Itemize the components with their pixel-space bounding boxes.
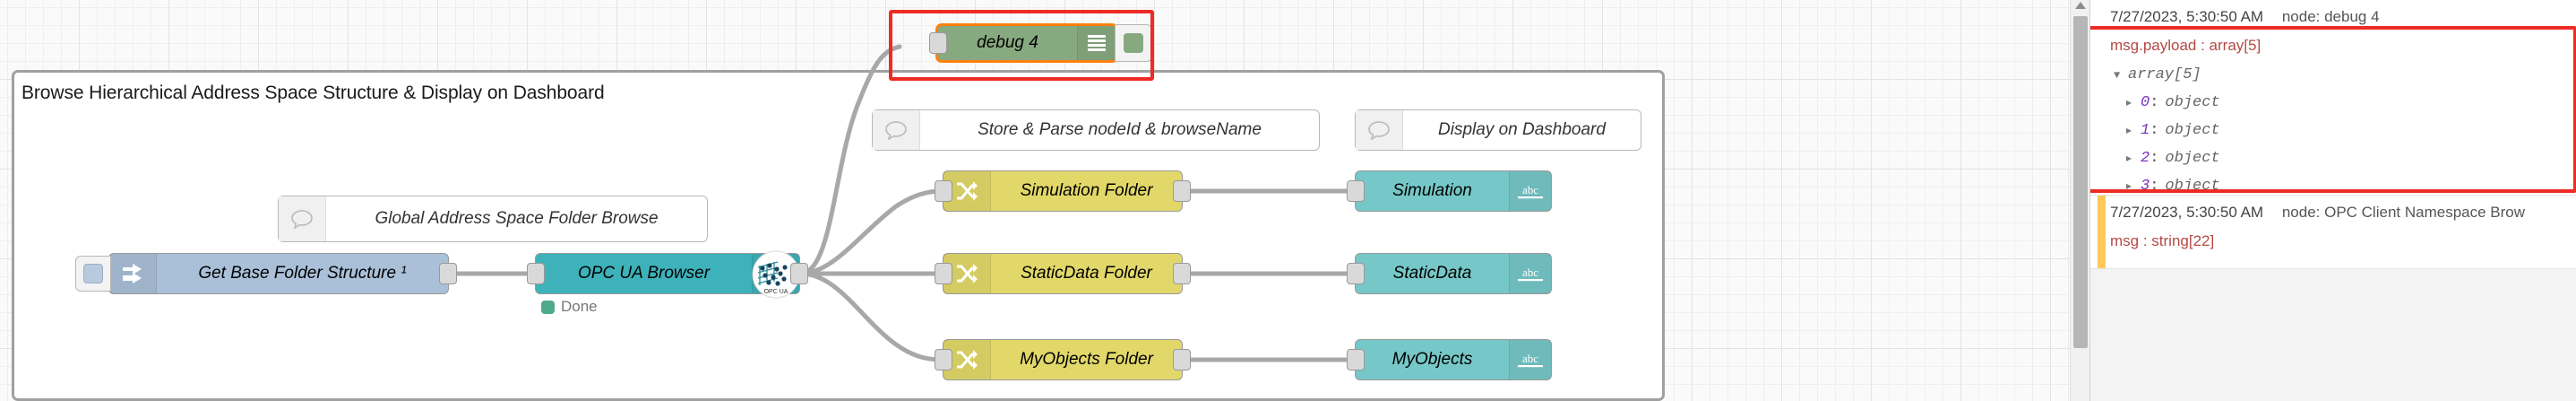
svg-text:OPC UA: OPC UA: [764, 289, 788, 295]
input-port[interactable]: [1347, 263, 1365, 284]
comment-node-label: Display on Dashboard: [1438, 120, 1606, 139]
debug-timestamp: 7/27/2023, 5:30:50 AM: [2110, 8, 2264, 25]
output-port[interactable]: [439, 263, 457, 284]
svg-text:abc: abc: [1522, 266, 1538, 279]
comment-icon: [279, 196, 326, 241]
debug-timestamp: 7/27/2023, 5:30:50 AM: [2110, 204, 2264, 221]
debug-source-node: node: OPC Client Namespace Brow: [2281, 204, 2526, 221]
canvas-vertical-scrollbar[interactable]: [2070, 0, 2090, 401]
tree-item-value: object: [2165, 94, 2220, 111]
dashboard-node-label: Simulation: [1392, 181, 1472, 200]
inject-node-get-base-folder-structure[interactable]: Get Base Folder Structure ¹: [75, 253, 457, 294]
input-port[interactable]: [935, 180, 952, 202]
comment-node-global-browse[interactable]: Global Address Space Folder Browse: [278, 196, 708, 242]
dashboard-text-node-simulation[interactable]: Simulation abc: [1347, 170, 1552, 212]
switch-node-staticdata-folder[interactable]: StaticData Folder: [935, 253, 1191, 294]
input-port[interactable]: [527, 263, 545, 284]
output-port[interactable]: [1173, 263, 1191, 284]
debug-node-label: debug 4: [977, 33, 1038, 52]
tree-root-label: array[5]: [2128, 66, 2201, 83]
debug-message-entry[interactable]: 7/27/2023, 5:30:50 AM node: debug 4 msg.…: [2090, 0, 2576, 222]
comment-icon: [1356, 110, 1403, 150]
comment-node-label: Global Address Space Folder Browse: [375, 209, 659, 228]
opcua-browser-node[interactable]: OPC UA Browser OPC UA: [527, 250, 808, 315]
debug-source-node: node: debug 4: [2281, 8, 2380, 25]
tree-item-key: 2: [2141, 150, 2150, 167]
debug-enable-toggle-button[interactable]: [1115, 24, 1152, 62]
svg-text:abc: abc: [1522, 352, 1538, 365]
tree-item-key: 1: [2141, 122, 2150, 139]
comment-node-display-dashboard[interactable]: Display on Dashboard: [1355, 109, 1641, 151]
switch-icon: [943, 171, 991, 211]
chevron-down-icon[interactable]: ▼: [2114, 69, 2121, 82]
comment-node-label: Store & Parse nodeId & browseName: [978, 120, 1262, 139]
scrollbar-thumb[interactable]: [2073, 16, 2088, 348]
tree-item-row[interactable]: ▸ 3: object: [2126, 178, 2220, 195]
chevron-right-icon[interactable]: ▸: [2126, 97, 2132, 109]
tree-item-value: object: [2165, 178, 2220, 195]
tree-item-key: 3: [2141, 178, 2150, 195]
debug-topic: msg : string[22]: [2110, 232, 2215, 249]
tree-item-row[interactable]: ▸ 2: object: [2126, 150, 2220, 167]
tree-item-row[interactable]: ▸ 0: object: [2126, 94, 2220, 111]
tree-item-row[interactable]: ▸ 1: object: [2126, 122, 2220, 139]
node-status: Done: [541, 298, 598, 316]
debug-topic: msg.payload : array[5]: [2110, 37, 2262, 54]
input-port[interactable]: [935, 263, 952, 284]
switch-node-label: MyObjects Folder: [1020, 350, 1153, 369]
abc-text-icon: abc: [1509, 171, 1551, 211]
debug-node[interactable]: debug 4: [929, 23, 1152, 63]
switch-node-label: StaticData Folder: [1021, 264, 1152, 283]
debug-lines-icon: [1077, 26, 1116, 60]
opcua-browser-node-label: OPC UA Browser: [577, 264, 711, 283]
comment-node-store-parse[interactable]: Store & Parse nodeId & browseName: [872, 109, 1320, 151]
inject-trigger-button[interactable]: [75, 256, 111, 292]
dashboard-node-label: MyObjects: [1391, 350, 1473, 369]
output-port[interactable]: [1173, 180, 1191, 202]
debug-entry-color-bar: [2098, 196, 2106, 268]
inject-arrow-icon: [109, 254, 157, 293]
switch-node-simulation-folder[interactable]: Simulation Folder: [935, 170, 1191, 212]
dashboard-node-label: StaticData: [1392, 264, 1472, 283]
abc-text-icon: abc: [1509, 254, 1551, 293]
flow-canvas[interactable]: Browse Hierarchical Address Space Struct…: [0, 0, 2070, 401]
switch-node-label: Simulation Folder: [1020, 181, 1153, 200]
tree-root-row[interactable]: ▼ array[5]: [2114, 65, 2568, 85]
switch-icon: [943, 340, 991, 379]
tree-item-value: object: [2165, 150, 2220, 167]
debug-entry-color-bar: [2098, 0, 2106, 195]
status-text: Done: [561, 298, 598, 315]
scroll-up-arrow-icon[interactable]: [2075, 2, 2086, 9]
debug-entry-header: 7/27/2023, 5:30:50 AM node: debug 4: [2110, 8, 2568, 26]
input-port[interactable]: [1347, 349, 1365, 370]
dashboard-text-node-myobjects[interactable]: MyObjects abc: [1347, 339, 1552, 380]
debug-sidebar-panel[interactable]: 7/27/2023, 5:30:50 AM node: debug 4 msg.…: [2089, 0, 2576, 401]
inject-node-label: Get Base Folder Structure ¹: [198, 264, 407, 283]
comment-icon: [873, 110, 920, 150]
abc-text-icon: abc: [1509, 340, 1551, 379]
flow-group-title: Browse Hierarchical Address Space Struct…: [22, 83, 605, 103]
input-port[interactable]: [929, 32, 947, 54]
debug-message-entry[interactable]: 7/27/2023, 5:30:50 AM node: OPC Client N…: [2090, 196, 2576, 269]
dashboard-text-node-staticdata[interactable]: StaticData abc: [1347, 253, 1552, 294]
svg-text:abc: abc: [1522, 183, 1538, 196]
tree-item-key: 0: [2141, 94, 2150, 111]
chevron-right-icon[interactable]: ▸: [2126, 125, 2132, 137]
debug-entry-header: 7/27/2023, 5:30:50 AM node: OPC Client N…: [2110, 204, 2568, 222]
status-dot-icon: [541, 300, 555, 314]
output-port[interactable]: [1173, 349, 1191, 370]
input-port[interactable]: [1347, 180, 1365, 202]
chevron-right-icon[interactable]: ▸: [2126, 180, 2132, 193]
input-port[interactable]: [935, 349, 952, 370]
switch-node-myobjects-folder[interactable]: MyObjects Folder: [935, 339, 1191, 380]
output-port[interactable]: [790, 263, 808, 284]
tree-item-value: object: [2165, 122, 2220, 139]
chevron-right-icon[interactable]: ▸: [2126, 153, 2132, 165]
